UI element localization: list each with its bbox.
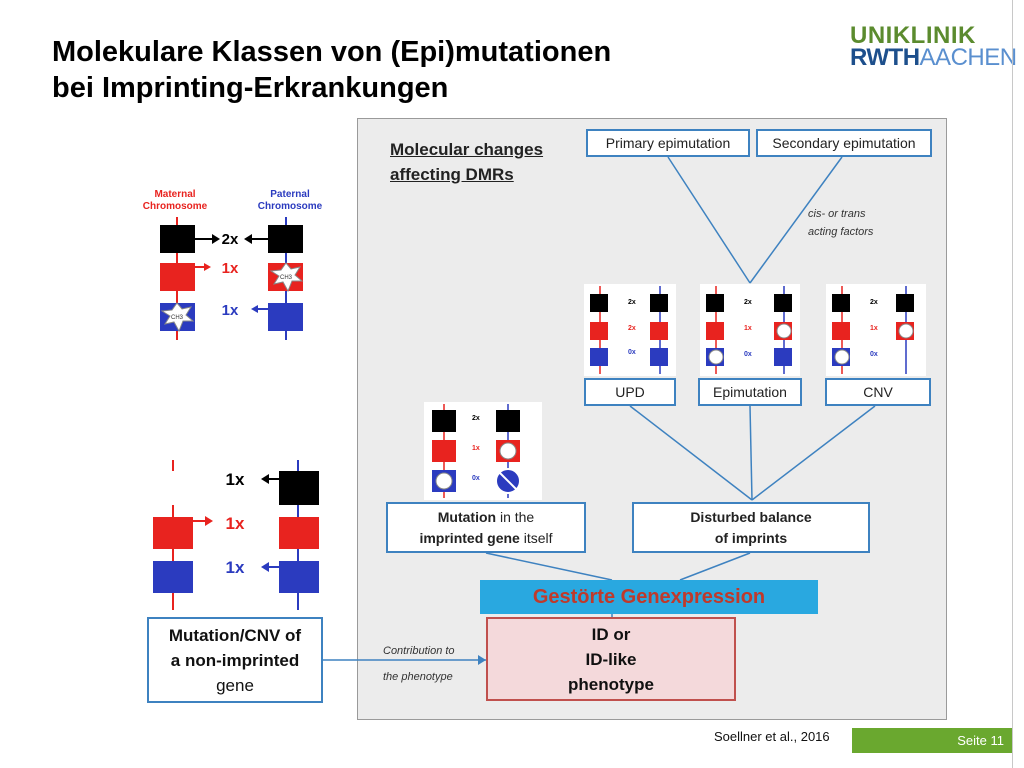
uniklinik-logo: UNIKLINIK RWTHAACHEN <box>850 22 1017 72</box>
pat-black-gene <box>268 225 303 253</box>
svg-text:1x: 1x <box>744 325 752 332</box>
panel-header-line-1: Molecular changes <box>390 140 544 159</box>
title-line-2: bei Imprinting-Erkrankungen <box>52 72 449 104</box>
mutation-imprinted-box: Mutation in the imprinted gene itself <box>386 502 586 553</box>
cnv-box: CNV <box>825 378 931 406</box>
logo-line-1: UNIKLINIK <box>850 22 976 49</box>
mutation-cnv-box: Mutation/CNV of a non-imprinted gene <box>147 617 323 703</box>
svg-text:CH3: CH3 <box>280 275 293 281</box>
mat-red-gene <box>160 263 195 291</box>
logo-rwth: RWTH <box>850 44 920 71</box>
contribution-arrowhead <box>478 655 486 665</box>
thumb-mutation: 2x 1x 0x <box>424 402 542 500</box>
thumb-cnv: 2x 1x 0x <box>826 284 926 376</box>
methyl-star-mat <box>160 302 195 333</box>
cis-trans-line-1: cis- or trans <box>808 208 866 220</box>
svg-text:2x: 2x <box>628 325 636 332</box>
count-bottom-3: 1x <box>226 558 245 577</box>
paternal-label-2: Chromosome <box>258 201 323 212</box>
mutcnv-line-3: gene <box>216 675 254 695</box>
pat-blue-gene-b <box>279 561 319 593</box>
svg-text:2x: 2x <box>870 299 878 306</box>
disturbed-line-1: Disturbed balance <box>690 508 812 525</box>
svg-text:0x: 0x <box>628 349 636 356</box>
cis-trans-line-2: acting factors <box>808 226 874 238</box>
svg-text:2x: 2x <box>628 299 636 306</box>
upd-box: UPD <box>584 378 676 406</box>
mat-red-gene-b <box>153 517 193 549</box>
svg-text:CH3: CH3 <box>171 315 184 321</box>
maternal-label-1: Maternal <box>154 189 195 200</box>
logo-line-2: RWTHAACHEN <box>850 44 1017 72</box>
id-line-3: phenotype <box>568 674 654 694</box>
contribution-line-2: the phenotype <box>383 671 453 683</box>
secondary-epimutation-box: Secondary epimutation <box>756 129 932 157</box>
svg-text:1x: 1x <box>870 325 878 332</box>
count-top-2: 1x <box>222 260 239 277</box>
chromosome-diagram-bottom: 1x 1x 1x <box>153 460 319 610</box>
id-line-1: ID or <box>591 624 631 644</box>
maternal-label-2: Chromosome <box>143 201 208 212</box>
thumb-epimutation: 2x 1x 0x <box>700 284 800 376</box>
disturbed-line-2: of imprints <box>714 529 788 546</box>
svg-text:0x: 0x <box>472 475 480 482</box>
cis-trans-label: cis- or trans acting factors <box>808 205 873 241</box>
title-line-1: Molekulare Klassen von (Epi)mutationen <box>52 36 612 68</box>
paternal-label-1: Paternal <box>270 189 310 200</box>
chromosome-diagram-top: Maternal Chromosome Paternal Chromosome … <box>143 189 323 340</box>
svg-text:0x: 0x <box>744 351 752 358</box>
mat-black-gene <box>160 225 195 253</box>
mutation-line-2: imprinted gene itself <box>419 529 553 546</box>
logo-aachen: AACHEN <box>919 44 1018 71</box>
count-top-1: 2x <box>222 231 239 248</box>
contribution-label: Contribution to the phenotype <box>383 638 455 690</box>
id-phenotype-box: ID or ID-like phenotype <box>486 617 736 701</box>
svg-text:2x: 2x <box>744 299 752 306</box>
count-top-3: 1x <box>222 302 239 319</box>
page-number: Seite 11 <box>852 728 1012 753</box>
mutcnv-line-2: a non-imprinted <box>170 650 300 670</box>
mutcnv-line-1: Mutation/CNV of <box>168 625 302 645</box>
right-divider <box>1012 0 1013 768</box>
mat-blue-gene-b <box>153 561 193 593</box>
contribution-line-1: Contribution to <box>383 645 455 657</box>
thumb-upd: 2x 2x 0x <box>584 284 676 376</box>
svg-text:0x: 0x <box>870 351 878 358</box>
mutation-line-1: Mutation in the <box>437 508 535 525</box>
gestoerte-genexpression-banner: Gestörte Genexpression <box>480 580 818 614</box>
panel-header-line-2: affecting DMRs <box>390 165 514 184</box>
count-bottom-2: 1x <box>226 514 245 533</box>
epimutation-box: Epimutation <box>698 378 802 406</box>
pat-red-gene-b <box>279 517 319 549</box>
slide-title: Molekulare Klassen von (Epi)mutationen b… <box>52 34 611 106</box>
primary-epimutation-box: Primary epimutation <box>586 129 750 157</box>
panel-header: Molecular changes affecting DMRs <box>390 137 543 187</box>
id-line-2: ID-like <box>585 649 637 669</box>
methyl-star-pat <box>269 262 304 293</box>
svg-text:2x: 2x <box>472 415 480 422</box>
citation: Soellner et al., 2016 <box>714 729 830 744</box>
pat-black-gene-b <box>279 471 319 505</box>
svg-text:1x: 1x <box>472 445 480 452</box>
pat-blue-gene <box>268 303 303 331</box>
count-bottom-1: 1x <box>226 470 245 489</box>
disturbed-balance-box: Disturbed balance of imprints <box>632 502 870 553</box>
